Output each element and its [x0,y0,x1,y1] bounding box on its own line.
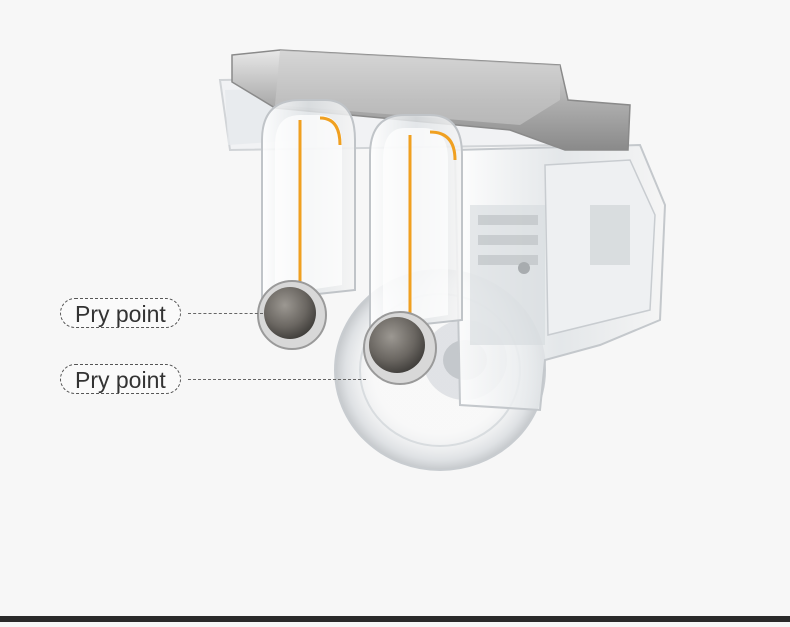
bottom-edge-bar [0,616,790,622]
left-trigger [257,99,356,350]
metal-top-plate [231,49,631,151]
clear-housing [453,143,667,412]
callout-leader-line [188,313,263,314]
pry-point-label: Pry point [60,298,181,328]
callout-leader-line [188,379,366,380]
pry-point-label: Pry point [60,364,181,394]
right-trigger [363,114,463,385]
